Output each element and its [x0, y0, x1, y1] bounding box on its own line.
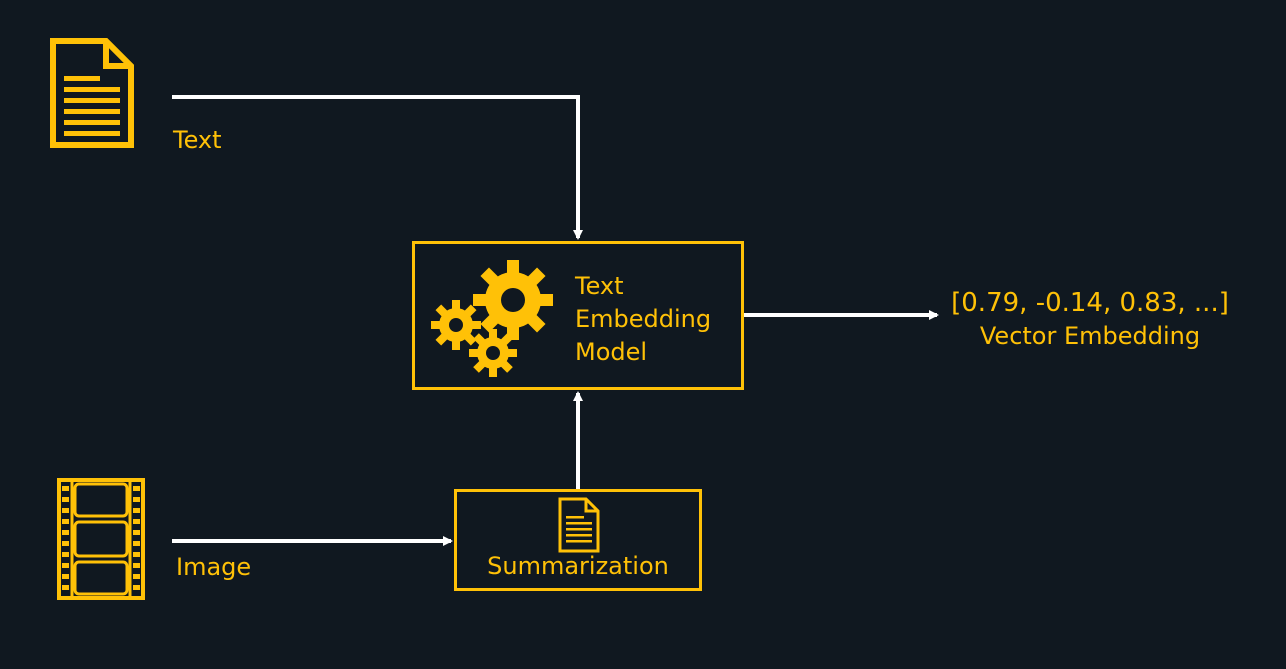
gears-icon: [431, 260, 553, 377]
film-strip-icon: [57, 478, 145, 600]
summarization-box: Summarization: [454, 489, 702, 591]
summarization-document-icon: [558, 497, 600, 553]
image-input-node: [57, 478, 145, 600]
model-label-line3: Model: [575, 338, 648, 366]
model-label-line1: Text: [575, 272, 624, 300]
summarization-label: Summarization: [487, 552, 669, 580]
image-input-label: Image: [176, 553, 252, 581]
text-embedding-model-box: Text Embedding Model: [412, 241, 744, 390]
vector-embedding-label: Vector Embedding: [979, 322, 1201, 350]
document-icon: [50, 38, 134, 148]
model-label: Text Embedding Model: [575, 270, 711, 369]
output-node: [0.79, -0.14, 0.83, ...] Vector Embeddin…: [940, 287, 1240, 353]
model-label-line2: Embedding: [575, 305, 712, 333]
text-input-node: [50, 38, 134, 148]
vector-embedding-values: [0.79, -0.14, 0.83, ...]: [951, 288, 1229, 318]
text-input-label: Text: [173, 126, 222, 154]
arrow-text-to-model: [172, 95, 583, 240]
